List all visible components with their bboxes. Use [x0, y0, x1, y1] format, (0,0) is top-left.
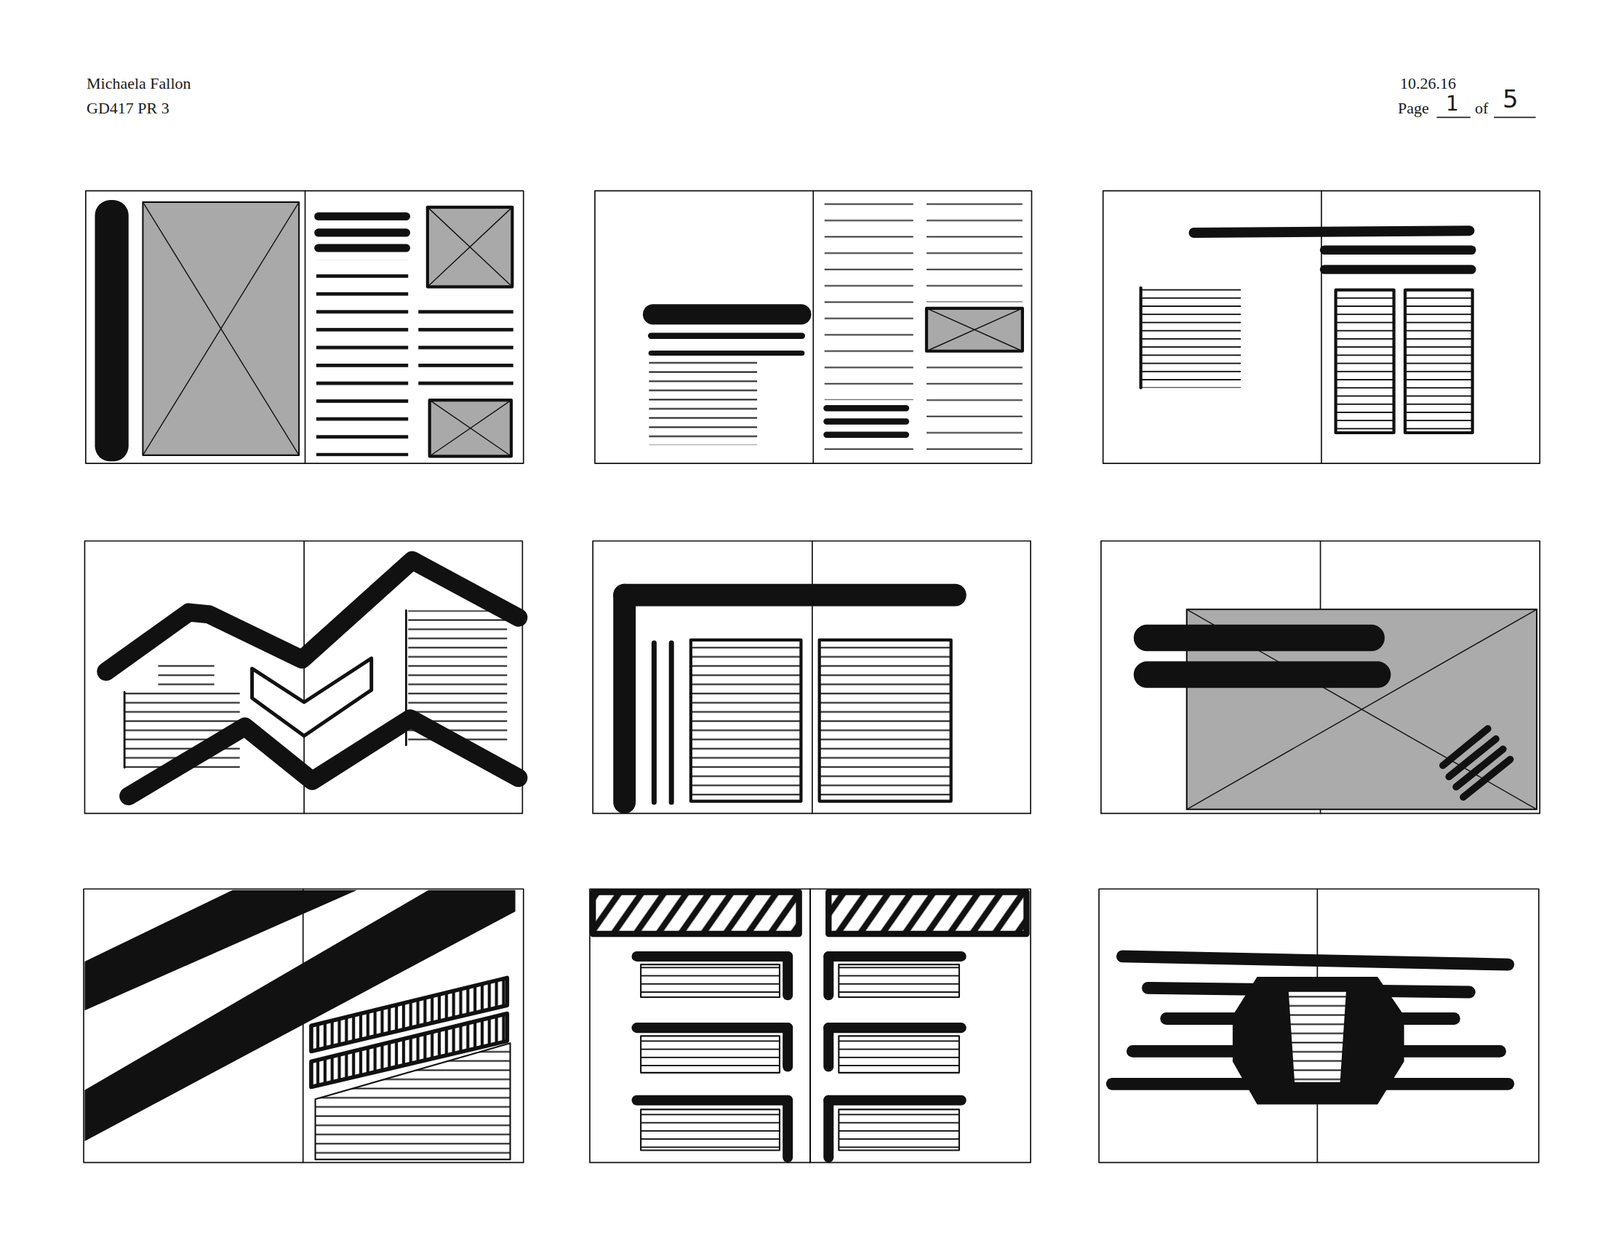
thumbnail-6: [1101, 541, 1540, 814]
thumbnail-1: [85, 190, 524, 464]
page-word: Page: [1397, 99, 1430, 118]
author-name: Michaela Fallon: [86, 74, 192, 93]
page-number: 1: [1445, 93, 1459, 116]
course-code: GD417 PR 3: [86, 99, 170, 118]
of-word: of: [1474, 99, 1488, 118]
thumbnail-8: [589, 888, 1031, 1163]
page-total: 5: [1502, 85, 1519, 113]
date: 10.26.16: [1400, 74, 1456, 93]
thumbnail-9: [1098, 888, 1539, 1163]
thumbnail-5: [592, 541, 1031, 814]
thumbnail-4: [84, 541, 523, 814]
thumbnail-7: [83, 888, 524, 1163]
thumbnail-3: [1103, 190, 1541, 464]
thumbnail-2: [594, 190, 1032, 464]
